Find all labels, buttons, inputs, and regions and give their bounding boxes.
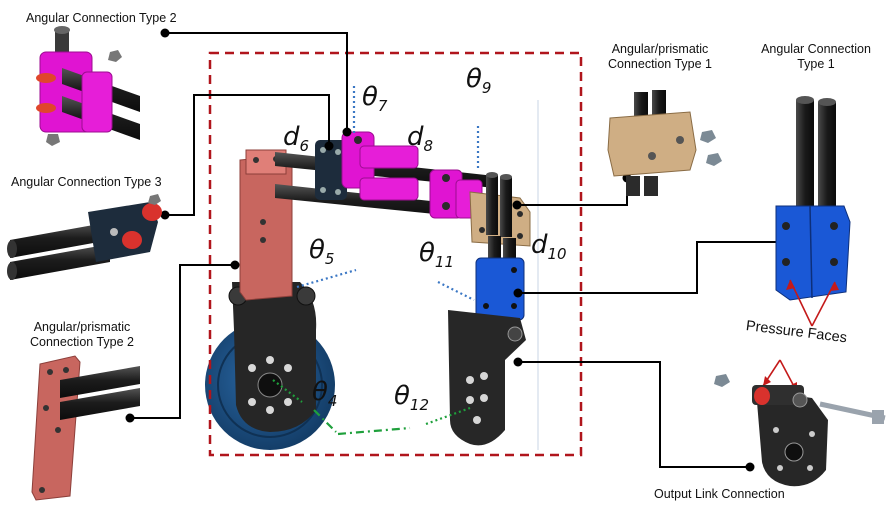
angular-type2-part [36,26,140,146]
symbol-theta12: θ12 [394,381,430,414]
angular-type3-part [7,194,162,280]
label-output-link: Output Link Connection [654,487,785,501]
main-assembly [205,131,531,450]
label-angular-type3: Angular Connection Type 3 [11,175,162,189]
label-ap-type2-line2: Connection Type 2 [29,335,134,349]
label-ap-type1-line2: Connection Type 1 [607,57,712,71]
label-angular-type1: Angular Connection Type 1 [748,42,884,72]
symbol-theta9: θ9 [466,64,492,97]
left-dark-link [232,282,317,432]
dashed-frame [208,51,583,457]
ap-type1-part [607,90,722,196]
label-angular-type1-line2: Type 1 [797,57,835,71]
symbol-d10: d10 [531,230,567,263]
label-ap-type2: Angular/prismatic Connection Type 2 [14,320,150,350]
symbol-d6: d6 [283,122,310,155]
dark-clamp [315,140,347,200]
output-link-part [714,374,886,487]
symbol-theta11: θ11 [419,238,455,271]
symbol-d8: d8 [407,122,434,155]
angular-type1-part [775,96,851,301]
label-ap-type1-line1: Angular/prismatic [611,42,709,56]
label-ap-type1: Angular/prismatic Connection Type 1 [592,42,728,72]
label-angular-type2: Angular Connection Type 2 [26,11,177,25]
label-angular-type1-line1: Angular Connection [761,42,871,56]
symbol-theta4: θ4 [312,377,338,410]
label-ap-type2-line1: Angular/prismatic [33,320,131,334]
angle-indicators [296,86,480,301]
symbol-theta7: θ7 [362,82,388,115]
symbol-theta5: θ5 [309,235,335,268]
salmon-link [239,155,293,301]
ap-type2-part [31,355,140,501]
